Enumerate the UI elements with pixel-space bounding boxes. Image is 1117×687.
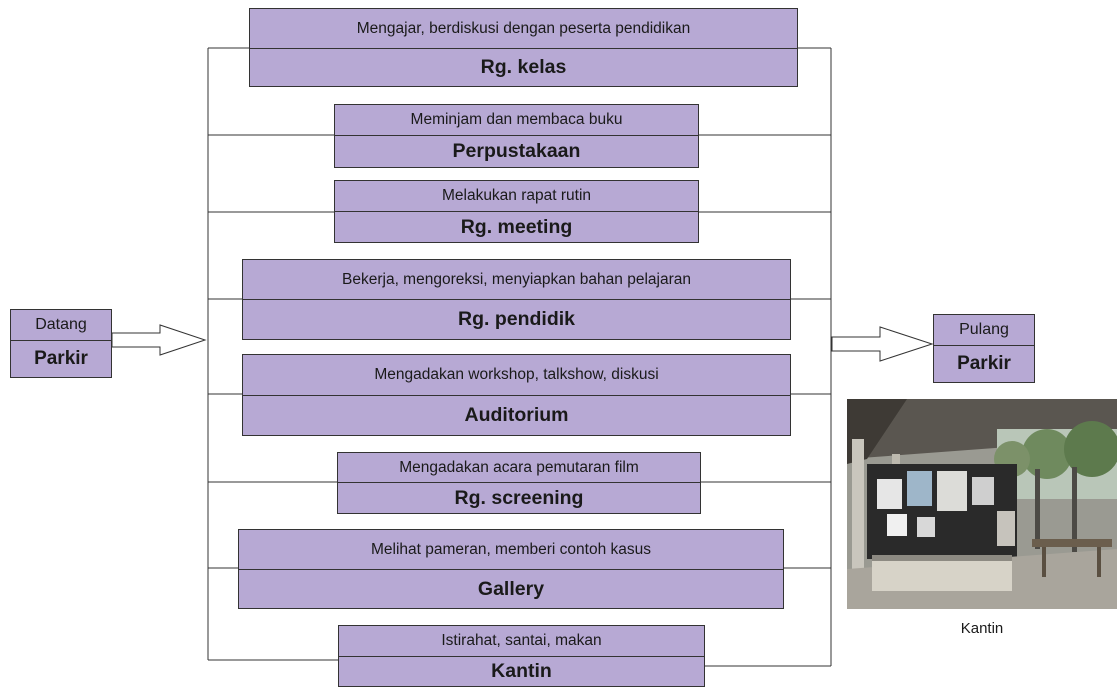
departure-label: Pulang — [934, 315, 1034, 346]
room-box-kantin: Istirahat, santai, makan Kantin — [338, 625, 705, 687]
room-name: Rg. screening — [454, 486, 584, 509]
room-name: Kantin — [491, 660, 552, 682]
departure-arrow — [831, 326, 934, 362]
room-box-pendidik: Bekerja, mengoreksi, menyiapkan bahan pe… — [242, 259, 791, 340]
room-activity: Meminjam dan membaca buku — [335, 105, 698, 136]
arrival-label: Datang — [11, 310, 111, 341]
room-box-auditorium: Mengadakan workshop, talkshow, diskusi A… — [242, 354, 791, 436]
kantin-photo-caption: Kantin — [960, 620, 1004, 637]
room-box-gallery: Melihat pameran, memberi contoh kasus Ga… — [238, 529, 784, 609]
room-name: Gallery — [477, 577, 545, 600]
departure-parking-box: Pulang Parkir — [933, 314, 1035, 383]
room-name: Rg. pendidik — [458, 308, 575, 330]
room-box-screening: Mengadakan acara pemutaran film Rg. scre… — [337, 452, 701, 514]
arrival-arrow — [111, 324, 207, 356]
room-activity: Melihat pameran, memberi contoh kasus — [239, 530, 783, 570]
room-activity: Mengadakan workshop, talkshow, diskusi — [243, 355, 790, 396]
kantin-photo — [847, 399, 1117, 609]
room-name: Auditorium — [464, 404, 569, 426]
room-name: Rg. kelas — [480, 56, 567, 78]
arrival-parking-label: Parkir — [34, 348, 88, 369]
arrival-parking-box: Datang Parkir — [10, 309, 112, 378]
room-box-meeting: Melakukan rapat rutin Rg. meeting — [334, 180, 699, 243]
room-box-perpustakaan: Meminjam dan membaca buku Perpustakaan — [334, 104, 699, 168]
departure-parking-label: Parkir — [957, 353, 1011, 374]
room-activity: Melakukan rapat rutin — [335, 181, 698, 212]
room-activity: Mengajar, berdiskusi dengan peserta pend… — [250, 9, 797, 49]
room-name: Rg. meeting — [460, 215, 573, 238]
room-activity: Bekerja, mengoreksi, menyiapkan bahan pe… — [243, 260, 790, 300]
room-box-kelas: Mengajar, berdiskusi dengan peserta pend… — [249, 8, 798, 87]
room-activity: Mengadakan acara pemutaran film — [338, 453, 700, 483]
room-name: Perpustakaan — [452, 140, 581, 162]
room-activity: Istirahat, santai, makan — [339, 626, 704, 657]
